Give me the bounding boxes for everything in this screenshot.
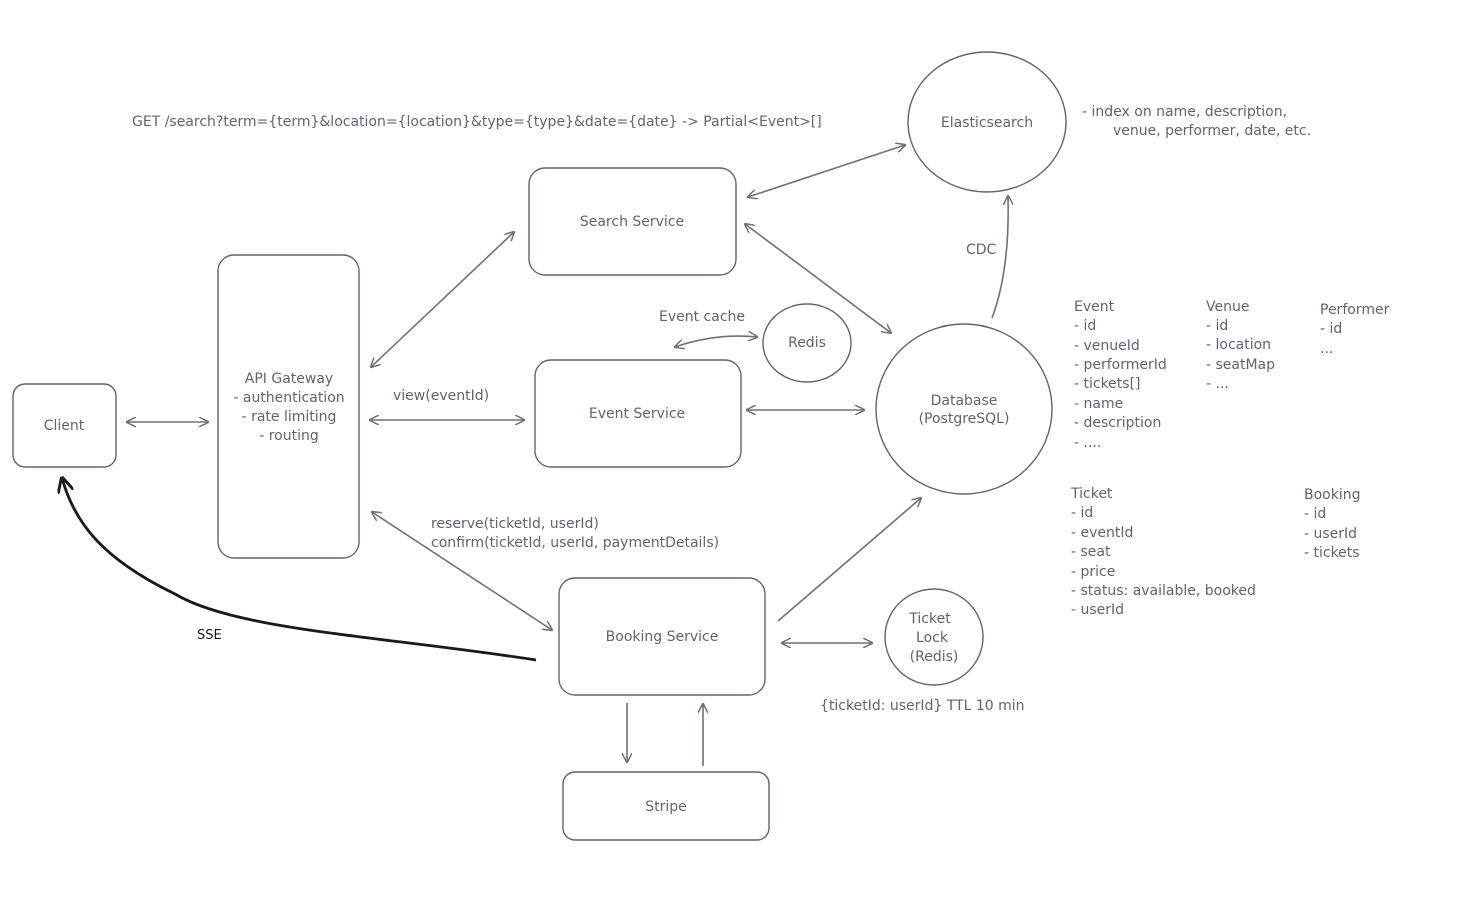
ticket-schema: Ticket - id - eventId - seat - price - s… <box>1070 486 1256 618</box>
es-index-note: - index on name, description, <box>1082 104 1287 120</box>
schema-field: - id <box>1071 505 1093 521</box>
api-gateway-node: API Gateway - authentication - rate limi… <box>217 254 360 559</box>
schema-field: - userId <box>1304 526 1357 542</box>
database-node: Database (PostgreSQL) <box>875 323 1053 495</box>
event-service-node: Event Service <box>534 359 742 468</box>
api-gateway-feature: - rate limiting <box>242 409 337 425</box>
schema-field: - location <box>1206 337 1271 353</box>
gateway-search-connector <box>371 232 514 367</box>
lock-ttl-label: {ticketId: userId} TTL 10 min <box>820 698 1025 714</box>
schema-field: - description <box>1074 415 1161 431</box>
cdc-connector <box>991 196 1008 319</box>
confirm-call-label: confirm(ticketId, userId, paymentDetails… <box>431 535 719 551</box>
booking-service-label: Booking Service <box>606 629 719 645</box>
schema-title: Ticket <box>1070 486 1113 502</box>
api-gateway-title: API Gateway <box>245 371 333 387</box>
ticket-lock-label: (Redis) <box>910 649 959 665</box>
schema-title: Booking <box>1304 487 1361 503</box>
schema-field: - status: available, booked <box>1071 583 1256 599</box>
database-engine-label: (PostgreSQL) <box>919 411 1010 427</box>
elasticsearch-label: Elasticsearch <box>941 115 1033 131</box>
search-endpoint-annotation: GET /search?term={term}&location={locati… <box>132 114 822 130</box>
booking-service-node: Booking Service <box>558 577 766 696</box>
schema-title: Venue <box>1206 299 1249 315</box>
stripe-label: Stripe <box>645 799 687 815</box>
schema-field: - eventId <box>1071 525 1133 541</box>
gateway-booking-connector <box>372 512 552 630</box>
search-database-connector <box>745 224 891 333</box>
stripe-node: Stripe <box>562 771 770 841</box>
schema-field: - id <box>1304 506 1326 522</box>
search-service-label: Search Service <box>580 214 684 230</box>
schema-field: ... <box>1320 341 1333 357</box>
schema-field: - price <box>1071 564 1115 580</box>
ticket-lock-label: Ticket <box>908 611 951 627</box>
event-schema: Event - id - venueId - performerId - tic… <box>1074 299 1167 451</box>
schema-field: - id <box>1074 318 1096 334</box>
schema-field: - venueId <box>1074 338 1140 354</box>
ticket-lock-label: Lock <box>916 630 949 646</box>
schema-field: - .... <box>1074 435 1101 451</box>
cdc-label: CDC <box>966 242 997 258</box>
api-gateway-feature: - routing <box>259 428 319 444</box>
schema-field: - tickets[] <box>1074 376 1141 392</box>
schema-field: - userId <box>1071 602 1124 618</box>
schema-field: - name <box>1074 396 1123 412</box>
performer-schema: Performer - id ... <box>1320 302 1390 357</box>
es-index-note: venue, performer, date, etc. <box>1113 123 1311 139</box>
schema-field: - seat <box>1071 544 1111 560</box>
venue-schema: Venue - id - location - seatMap - ... <box>1206 299 1275 392</box>
schema-field: - id <box>1206 318 1228 334</box>
client-node: Client <box>12 383 117 468</box>
search-service-node: Search Service <box>528 167 737 276</box>
search-elasticsearch-connector <box>748 145 905 197</box>
event-service-label: Event Service <box>589 406 685 422</box>
sse-label: SSE <box>197 628 222 643</box>
view-call-label: view(eventId) <box>393 388 489 404</box>
schema-field: - performerId <box>1074 357 1167 373</box>
client-label: Client <box>44 418 85 434</box>
ticket-lock-node: Ticket Lock (Redis) <box>884 588 984 686</box>
event-cache-label: Event cache <box>659 309 745 325</box>
booking-schema: Booking - id - userId - tickets <box>1304 487 1361 561</box>
database-label: Database <box>931 393 998 409</box>
api-gateway-feature: - authentication <box>233 390 344 406</box>
schema-title: Performer <box>1320 302 1390 318</box>
booking-database-connector <box>777 498 921 622</box>
schema-title: Event <box>1074 299 1115 315</box>
schema-field: - seatMap <box>1206 357 1275 373</box>
reserve-call-label: reserve(ticketId, userId) <box>431 516 599 532</box>
redis-label: Redis <box>788 335 826 351</box>
schema-field: - tickets <box>1304 545 1360 561</box>
schema-field: - ... <box>1206 376 1229 392</box>
elasticsearch-node: Elasticsearch <box>907 51 1067 193</box>
redis-cache-node: Redis <box>762 303 852 383</box>
schema-field: - id <box>1320 321 1342 337</box>
event-cache-connector <box>675 336 757 347</box>
sse-connector <box>62 478 537 662</box>
